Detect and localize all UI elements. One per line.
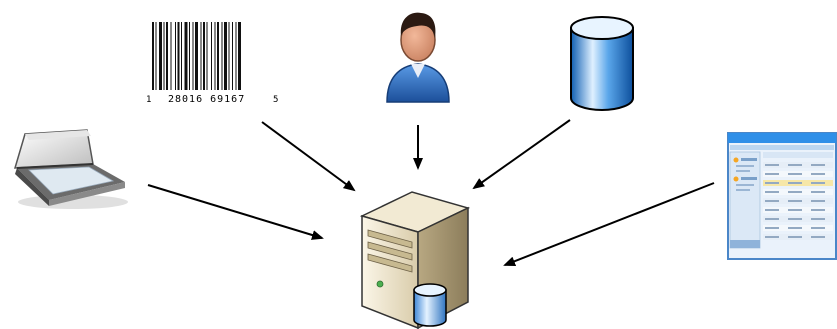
scanner-icon [13, 129, 128, 209]
barcode-last-digit: 5 [273, 95, 278, 105]
barcode-first-digit: 1 [146, 95, 151, 105]
barcode-digits: 28016 69167 [168, 94, 245, 105]
application-window-icon [727, 132, 837, 260]
arrow-scanner-to-server [147, 184, 324, 240]
window-table-rows [763, 162, 833, 240]
database-icon [570, 16, 634, 111]
arrow-window-to-server [503, 182, 715, 267]
barcode-bars [152, 22, 241, 90]
arrow-database-to-server [472, 119, 571, 190]
barcode-icon: 1 28016 69167 5 [146, 22, 278, 105]
user-icon [386, 12, 450, 103]
arrow-barcode-to-server [261, 121, 356, 192]
server-with-database-icon [360, 191, 471, 329]
